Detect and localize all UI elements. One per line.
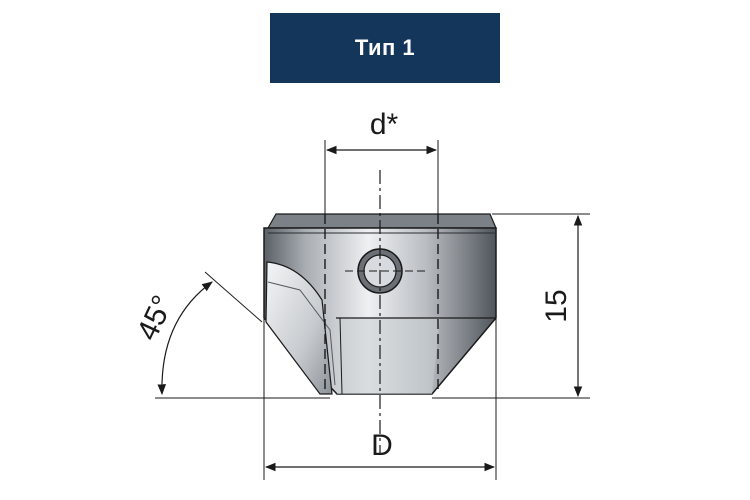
cone-face bbox=[336, 318, 440, 394]
label-angle: 45° bbox=[131, 290, 180, 345]
dim-bore-diameter: d* bbox=[324, 108, 439, 214]
type-title: Тип 1 bbox=[354, 35, 416, 60]
dim-outer-diameter: D bbox=[263, 318, 497, 480]
cutting-flute bbox=[265, 261, 333, 395]
flute-edge bbox=[267, 281, 336, 386]
label-height: 15 bbox=[540, 289, 573, 322]
type-banner: Тип 1 bbox=[270, 13, 500, 83]
dim-height: 15 bbox=[432, 213, 590, 399]
top-chamfer bbox=[266, 213, 497, 229]
label-outer-diameter: D bbox=[371, 429, 393, 462]
inner-edge bbox=[339, 317, 343, 395]
label-bore-diameter: d* bbox=[370, 108, 399, 141]
